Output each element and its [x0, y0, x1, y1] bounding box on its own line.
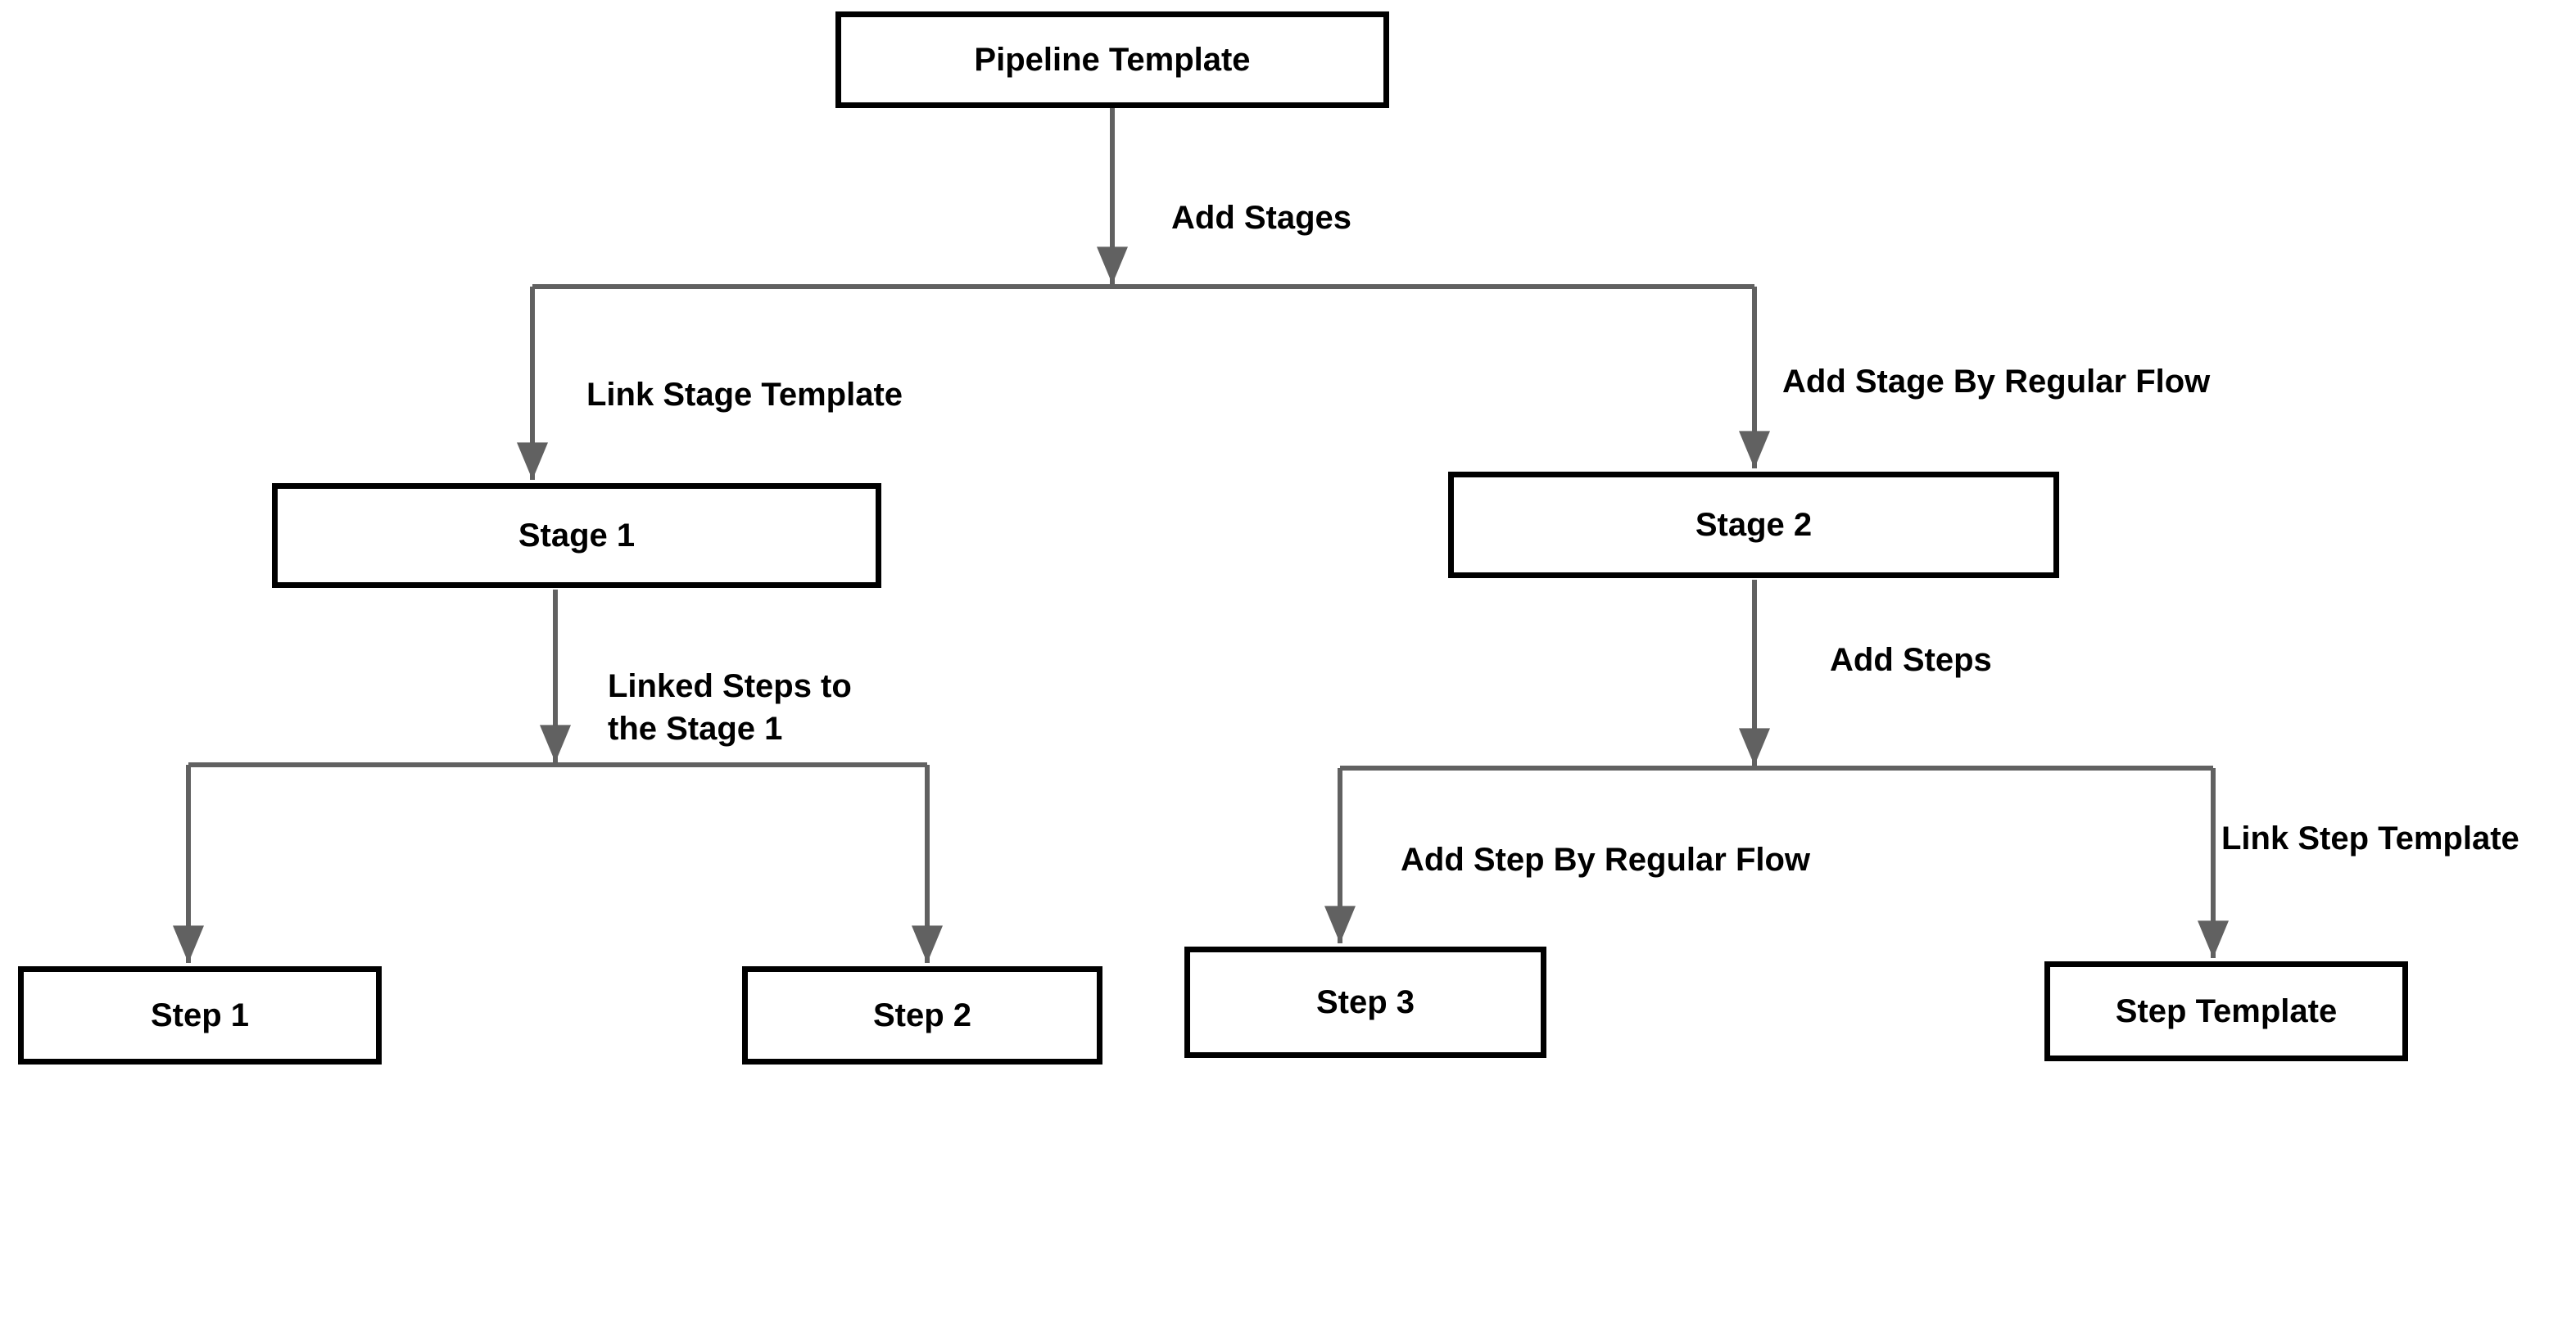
- node-step-3: Step 3: [1184, 947, 1546, 1058]
- node-step-template: Step Template: [2044, 961, 2408, 1061]
- node-pipeline-template-label: Pipeline Template: [974, 41, 1251, 78]
- node-step-1: Step 1: [18, 966, 382, 1065]
- edge-label-add-stage-by-regular-flow: Add Stage By Regular Flow: [1782, 364, 2211, 400]
- node-step-1-label: Step 1: [150, 997, 250, 1033]
- edge-label-add-step-by-regular-flow: Add Step By Regular Flow: [1401, 842, 1811, 878]
- node-step-template-label: Step Template: [2115, 992, 2338, 1029]
- node-pipeline-template: Pipeline Template: [835, 11, 1389, 108]
- node-step-3-label: Step 3: [1315, 983, 1415, 1020]
- node-stage-2-label: Stage 2: [1695, 506, 1813, 543]
- edge-label-add-stages: Add Stages: [1171, 200, 1352, 236]
- node-stage-1: Stage 1: [272, 483, 881, 588]
- node-step-2: Step 2: [742, 966, 1102, 1065]
- edge-label-add-steps: Add Steps: [1830, 642, 1992, 678]
- edge-label-link-stage-template: Link Stage Template: [586, 377, 903, 413]
- edge-label-link-step-template: Link Step Template: [2221, 820, 2519, 857]
- node-step-2-label: Step 2: [872, 997, 972, 1033]
- node-stage-2: Stage 2: [1448, 472, 2059, 578]
- node-stage-1-label: Stage 1: [518, 517, 636, 554]
- edge-label-linked-steps-to-the-stage-1: Linked Steps to the Stage 1: [608, 668, 852, 747]
